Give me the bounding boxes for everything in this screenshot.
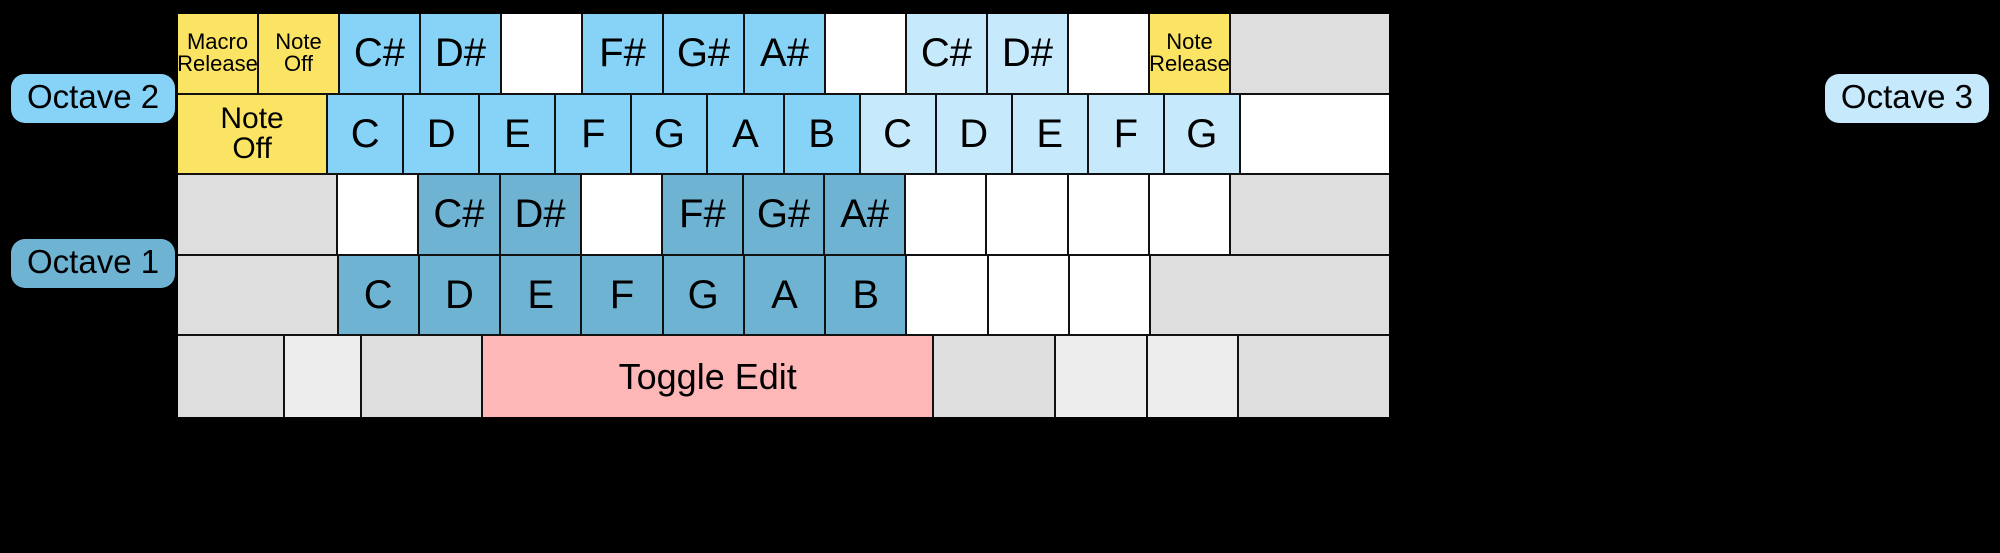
key-note-off[interactable]: Note Off <box>178 94 329 176</box>
key-c[interactable]: C <box>338 255 420 337</box>
octave-3-badge: Octave 3 <box>1824 74 1989 123</box>
key-blank <box>1151 255 1389 337</box>
key-f[interactable]: F <box>1088 94 1165 176</box>
key-blank[interactable] <box>1069 255 1152 337</box>
key-asharp[interactable]: A# <box>825 175 907 256</box>
key-b[interactable]: B <box>784 94 861 176</box>
key-blank[interactable] <box>987 175 1069 256</box>
key-g[interactable]: G <box>1164 94 1241 176</box>
key-dsharp[interactable]: D# <box>500 175 582 256</box>
key-e[interactable]: E <box>1012 94 1089 176</box>
key-blank[interactable] <box>826 14 907 95</box>
key-f[interactable]: F <box>556 94 633 176</box>
key-d[interactable]: D <box>404 94 481 176</box>
key-fsharp[interactable]: F# <box>583 14 664 95</box>
key-blank[interactable] <box>1240 94 1389 176</box>
key-blank <box>1147 336 1240 417</box>
key-blank <box>178 255 339 337</box>
bottom-modifier-row: Toggle Edit <box>178 336 1390 417</box>
key-blank <box>1231 14 1389 95</box>
key-blank <box>178 175 339 256</box>
key-dsharp[interactable]: D# <box>421 14 502 95</box>
key-blank[interactable] <box>907 255 989 337</box>
key-blank[interactable] <box>1068 175 1150 256</box>
key-blank[interactable] <box>906 175 988 256</box>
key-gsharp[interactable]: G# <box>743 175 826 256</box>
key-e[interactable]: E <box>501 255 583 337</box>
key-a[interactable]: A <box>744 255 827 337</box>
key-toggle edit[interactable]: Toggle Edit <box>483 336 935 417</box>
octave-1-badge: Octave 1 <box>11 239 176 288</box>
key-blank <box>361 336 484 417</box>
key-blank <box>1230 175 1390 256</box>
key-asharp[interactable]: A# <box>745 14 826 95</box>
key-csharp[interactable]: C# <box>340 14 421 95</box>
key-blank <box>1239 336 1390 417</box>
key-c[interactable]: C <box>328 94 405 176</box>
octave1-sharps-row: C#D# F#G#A# <box>178 175 1390 256</box>
key-f[interactable]: F <box>582 255 664 337</box>
key-csharp[interactable]: C# <box>419 175 501 256</box>
key-blank[interactable] <box>1149 175 1231 256</box>
key-g[interactable]: G <box>663 255 745 337</box>
key-blank <box>178 336 285 417</box>
key-b[interactable]: B <box>826 255 908 337</box>
key-blank[interactable] <box>581 175 663 256</box>
key-note-off[interactable]: Note Off <box>259 14 340 95</box>
key-a[interactable]: A <box>708 94 785 176</box>
key-g[interactable]: G <box>632 94 709 176</box>
key-blank <box>284 336 362 417</box>
key-blank[interactable] <box>1069 14 1150 95</box>
key-blank[interactable] <box>502 14 583 95</box>
key-d[interactable]: D <box>419 255 502 337</box>
key-fsharp[interactable]: F# <box>662 175 744 256</box>
key-blank <box>1055 336 1148 417</box>
key-gsharp[interactable]: G# <box>664 14 745 95</box>
key-blank[interactable] <box>338 175 420 256</box>
key-c[interactable]: C <box>860 94 937 176</box>
key-blank[interactable] <box>988 255 1070 337</box>
key-d[interactable]: D <box>936 94 1013 176</box>
key-e[interactable]: E <box>480 94 557 176</box>
octave-2-badge: Octave 2 <box>11 74 176 123</box>
key-csharp[interactable]: C# <box>907 14 988 95</box>
key-blank <box>934 336 1056 417</box>
key-note-release[interactable]: Note Release <box>1150 14 1231 95</box>
key-dsharp[interactable]: D# <box>988 14 1069 95</box>
key-macro-release[interactable]: Macro Release <box>178 14 259 95</box>
